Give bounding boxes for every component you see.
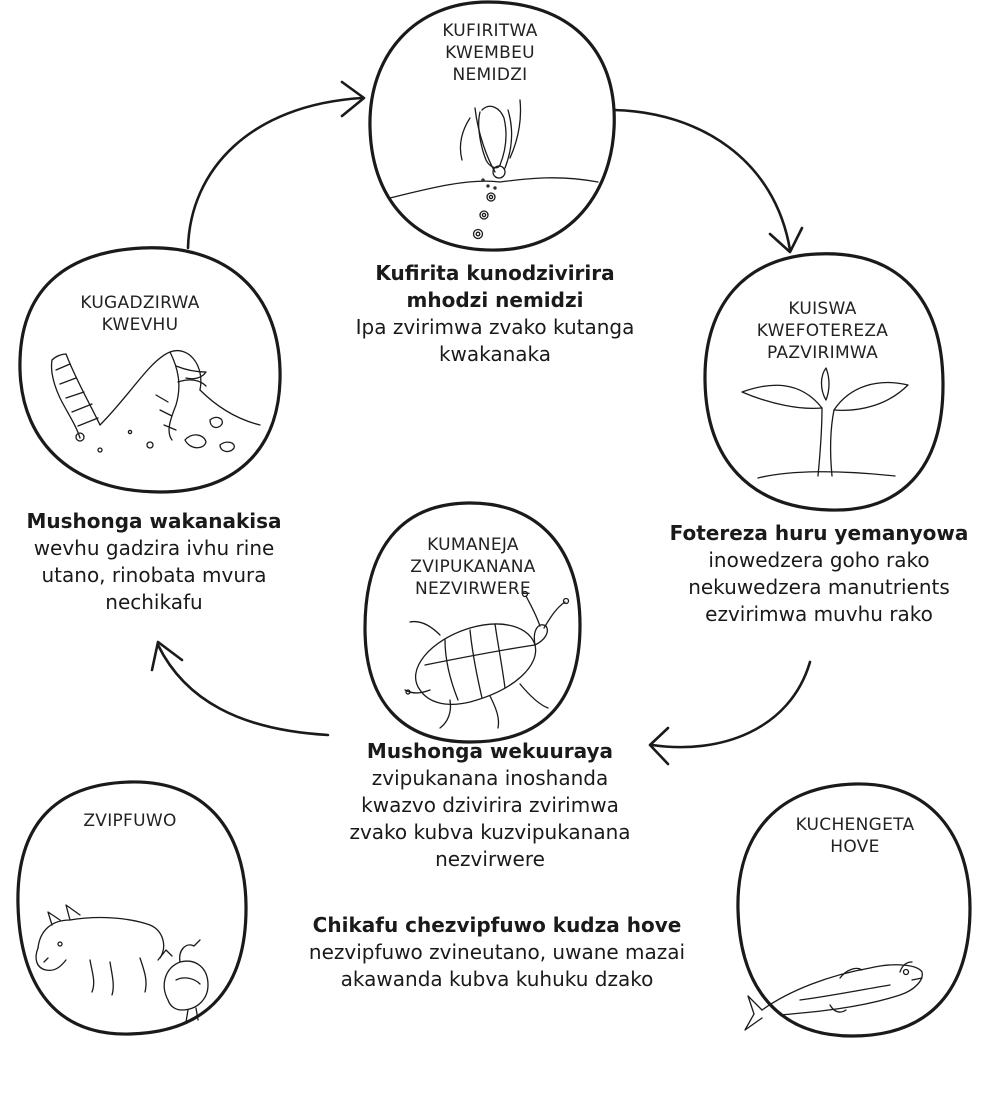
- mulch-caption: Fotereza huru yemanyowa inowedzera goho …: [660, 520, 978, 628]
- mulch-caption-text-3: ezvirimwa muvhu rako: [705, 602, 933, 626]
- seed-hand-illustration: [389, 99, 599, 240]
- soil-caption: Mushonga wakanakisa wevhu gadzira ivhu r…: [4, 508, 304, 616]
- livestock-circle: [16, 780, 248, 1036]
- fish-circle: [736, 782, 972, 1038]
- mulch-caption-title: Fotereza huru yemanyowa: [669, 521, 969, 545]
- arrow-soil-to-seed: [186, 80, 366, 250]
- seed-caption: Kufirita kunodzivirira mhodzi nemidzi Ip…: [330, 260, 660, 368]
- feed-caption-text-1: nezvipfuwo zvineutano, uwane mazai: [308, 940, 686, 964]
- pest-label-line-2: ZVIPUKANANA: [410, 557, 536, 577]
- seed-caption-text-2: kwakanaka: [438, 342, 552, 366]
- fish-label: KUCHENGETA HOVE: [770, 814, 940, 858]
- seed-label-line-3: NEMIDZI: [452, 65, 528, 85]
- pest-stage-label: KUMANEJA ZVIPUKANANA NEZVIRWERE: [378, 534, 568, 600]
- fish-illustration: [744, 961, 923, 1031]
- soil-caption-title: Mushonga wakanakisa: [26, 509, 282, 533]
- mulch-caption-text-1: inowedzera goho rako: [708, 548, 930, 572]
- soil-caption-text-2: utano, rinobata mvura: [41, 563, 267, 587]
- mulch-stage-label: KUISWA KWEFOTEREZA PAZVIRIMWA: [730, 298, 915, 364]
- fish-label-line-1: KUCHENGETA: [795, 815, 915, 835]
- seed-caption-text-1: Ipa zvirimwa zvako kutanga: [355, 315, 635, 339]
- seed-caption-title-1: Kufirita kunodzivirira: [375, 261, 615, 285]
- pest-label-line-3: NEZVIRWERE: [415, 579, 531, 599]
- feed-caption-text-2: akawanda kubva kuhuku dzako: [340, 967, 654, 991]
- soil-caption-text-1: wevhu gadzira ivhu rine: [33, 536, 275, 560]
- livestock-label-text: ZVIPFUWO: [83, 811, 177, 831]
- pest-caption: Mushonga wekuuraya zvipukanana inoshanda…: [320, 738, 660, 873]
- soil-label-line-1: KUGADZIRWA: [80, 293, 200, 313]
- bug-illustration: [404, 590, 570, 729]
- pest-caption-title: Mushonga wekuuraya: [366, 739, 614, 763]
- fish-label-line-2: HOVE: [830, 837, 880, 857]
- soil-circle: [18, 246, 282, 494]
- pest-caption-text-4: nezvirwere: [435, 847, 545, 871]
- seed-caption-title-2: mhodzi nemidzi: [406, 288, 584, 312]
- mulch-label-line-3: PAZVIRIMWA: [766, 343, 879, 363]
- soil-label-line-2: KWEVHU: [101, 315, 179, 335]
- seed-stage-label: KUFIRITWA KWEMBEU NEMIDZI: [400, 20, 580, 86]
- sprout-illustration: [741, 367, 909, 479]
- pest-caption-text-3: zvako kubva kuzvipukanana: [349, 820, 631, 844]
- pest-label-line-1: KUMANEJA: [427, 535, 519, 555]
- soil-worm-illustration: [50, 349, 261, 453]
- livestock-label: ZVIPFUWO: [60, 810, 200, 832]
- feed-caption-title: Chikafu chezvipfuwo kudza hove: [312, 913, 682, 937]
- mulch-label-line-2: KWEFOTEREZA: [756, 321, 889, 341]
- pest-circle: [363, 501, 582, 744]
- mulch-label-line-1: KUISWA: [788, 299, 857, 319]
- livestock-illustration: [35, 904, 209, 1023]
- mulch-circle: [703, 252, 945, 512]
- seed-label-line-1: KUFIRITWA: [442, 21, 538, 41]
- feed-caption: Chikafu chezvipfuwo kudza hove nezvipfuw…: [262, 912, 732, 993]
- mulch-caption-text-2: nekuwedzera manutrients: [688, 575, 950, 599]
- pest-caption-text-1: zvipukanana inoshanda: [371, 766, 609, 790]
- arrow-mulch-to-pest: [648, 660, 812, 766]
- seed-circle: [368, 0, 616, 252]
- soil-caption-text-3: nechikafu: [105, 590, 203, 614]
- seed-label-line-2: KWEMBEU: [445, 43, 535, 63]
- arrow-seed-to-mulch: [612, 108, 804, 254]
- soil-stage-label: KUGADZIRWA KWEVHU: [55, 292, 225, 336]
- pest-caption-text-2: kwazvo dzivirira zvirimwa: [361, 793, 619, 817]
- arrow-pest-to-soil: [150, 640, 330, 737]
